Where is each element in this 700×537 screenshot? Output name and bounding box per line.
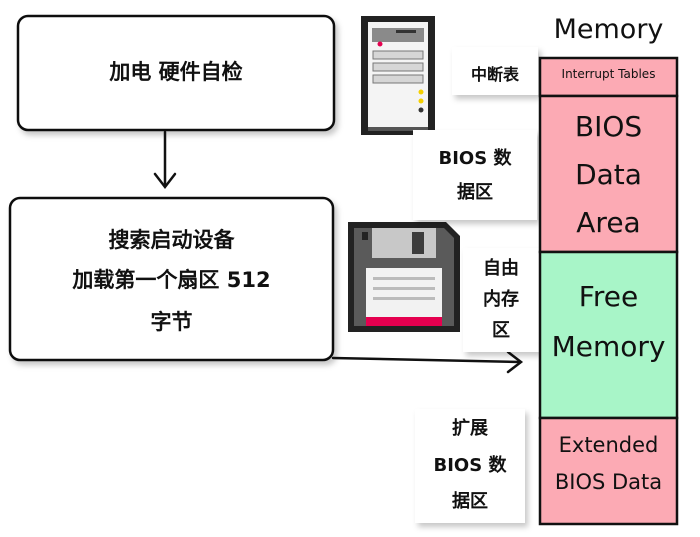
bios-data-area-label-2: Data [575, 158, 642, 191]
memory-bios-data-area [538, 94, 679, 254]
boot-step-1-text: 加电 硬件自检 [109, 60, 243, 84]
extended-bios-cn-2: BIOS 数 [433, 455, 507, 476]
bios-data-card [413, 130, 537, 220]
memory-title: Memory [553, 14, 664, 45]
boot-step-1-box [16, 14, 336, 132]
extended-bios-cn-3: 据区 [452, 491, 488, 512]
extended-bios-label-1: Extended [558, 433, 659, 457]
floppy-disk-icon [348, 222, 460, 332]
interrupt-tables-label: Interrupt Tables [561, 67, 656, 81]
free-memory-cn-1: 自由 [483, 258, 519, 279]
bios-data-cn-2: 据区 [457, 182, 493, 203]
bios-data-cn-1: BIOS 数 [438, 148, 512, 169]
memory-free-memory [538, 250, 679, 420]
free-memory-label-1: Free [578, 280, 639, 313]
extended-bios-cn-1: 扩展 [452, 418, 488, 439]
bios-data-area-label-1: BIOS [574, 110, 643, 143]
arrow-right-icon [331, 350, 524, 374]
interrupt-table-card [452, 47, 538, 95]
boot-step-2-line3: 字节 [150, 310, 193, 334]
free-memory-card [463, 248, 539, 352]
computer-tower-icon [361, 16, 435, 135]
boot-step-2-box [8, 196, 335, 362]
boot-step-2-line1: 搜索启动设备 [108, 228, 235, 252]
interrupt-table-cn: 中断表 [470, 65, 519, 84]
memory-extended-bios [538, 416, 679, 526]
memory-interrupt-tables [538, 56, 679, 98]
extended-bios-card [415, 409, 525, 523]
free-memory-label-2: Memory [551, 330, 666, 363]
free-memory-cn-3: 区 [492, 320, 510, 341]
extended-bios-label-2: BIOS Data [554, 470, 663, 494]
bios-data-area-label-3: Area [576, 206, 641, 239]
free-memory-cn-2: 内存 [483, 289, 519, 310]
boot-step-2-line2: 加载第一个扇区 512 [72, 268, 271, 292]
arrow-down-icon [153, 130, 177, 190]
